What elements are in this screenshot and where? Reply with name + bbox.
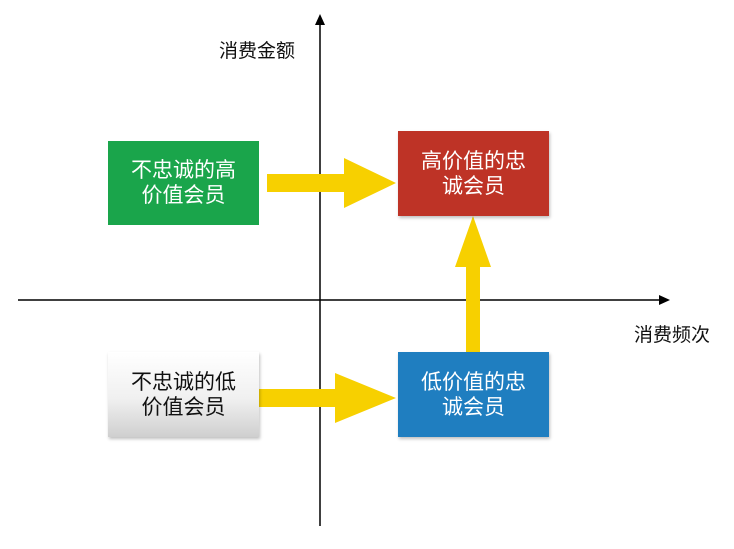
quadrant-label-line1: 高价值的忠 <box>421 148 526 173</box>
quadrant-label-line2: 价值会员 <box>141 183 226 207</box>
quadrant-disloyal-low-value: 不忠诚的低 价值会员 <box>108 352 259 437</box>
arrow-bottom-horizontal <box>258 373 396 423</box>
quadrant-label-line2: 价值会员 <box>141 394 226 419</box>
quadrant-loyal-high-value: 高价值的忠 诚会员 <box>398 131 549 216</box>
quadrant-label-line1: 不忠诚的高 <box>131 158 236 182</box>
quadrant-disloyal-high-value: 不忠诚的高 价值会员 <box>108 141 259 225</box>
quadrant-label-line2: 诚会员 <box>442 173 505 198</box>
x-axis-label: 消费频次 <box>634 324 711 346</box>
quadrant-loyal-low-value: 低价值的忠 诚会员 <box>398 352 549 437</box>
arrow-vertical <box>455 216 491 352</box>
quadrant-label-line1: 低价值的忠 <box>421 369 526 394</box>
quadrant-label-line2: 诚会员 <box>442 394 505 419</box>
y-axis-label: 消费金额 <box>219 40 296 62</box>
quadrant-label-line1: 不忠诚的低 <box>131 369 236 394</box>
x-axis-arrowhead <box>659 295 670 305</box>
arrow-top-horizontal <box>267 158 396 208</box>
y-axis-arrowhead <box>315 14 325 25</box>
